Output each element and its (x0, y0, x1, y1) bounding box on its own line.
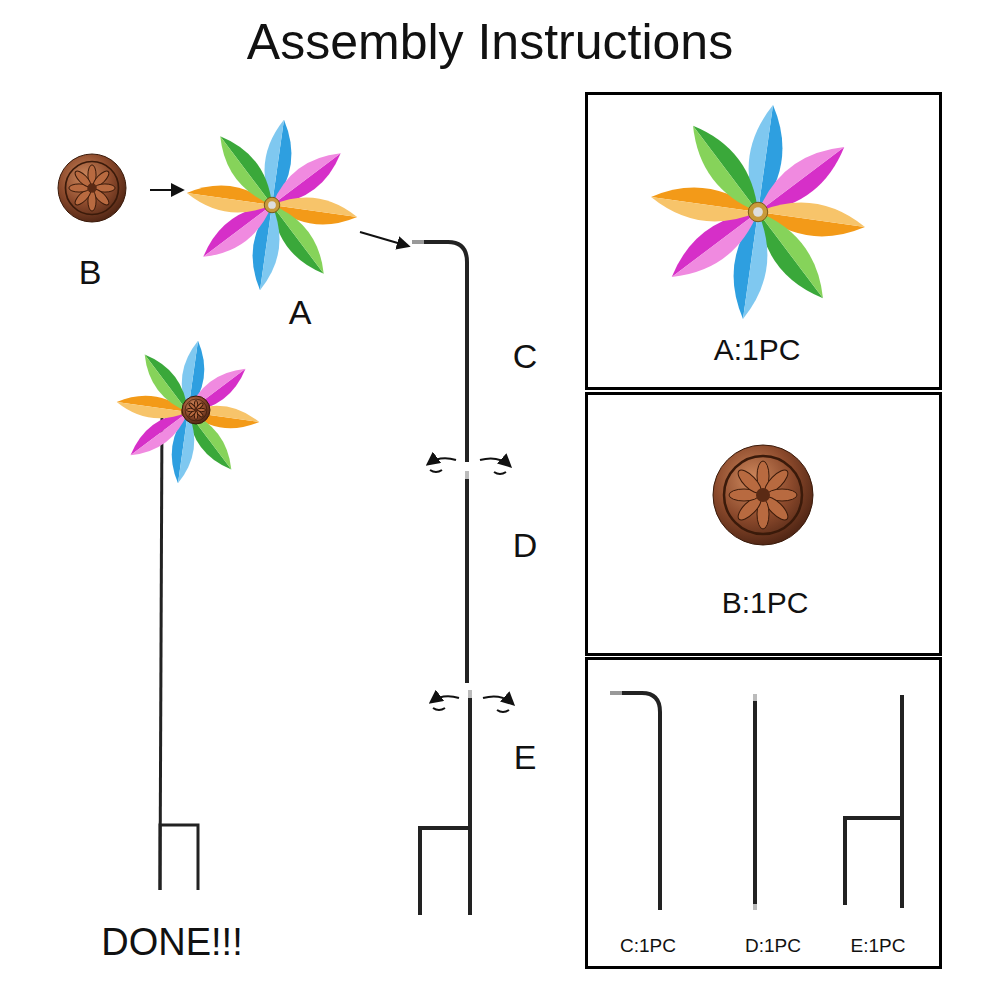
part-label: A (289, 295, 312, 329)
cap-body (713, 445, 813, 545)
part-label: D (513, 528, 538, 562)
cap-center (87, 183, 97, 193)
assembly-arrow (150, 189, 182, 191)
blade (203, 205, 279, 267)
stake-foot (420, 828, 470, 915)
blade (188, 406, 240, 470)
pinwheel (649, 103, 867, 321)
cap-center (194, 408, 198, 412)
part-box: B:1PC (585, 392, 942, 656)
part-e (900, 695, 904, 908)
end-cap (713, 445, 813, 545)
pole-tip (753, 904, 757, 910)
blade (680, 126, 758, 222)
end-cap (182, 396, 210, 424)
hub (264, 197, 279, 212)
twist-symbol (431, 696, 513, 712)
blade (136, 354, 188, 418)
hub (748, 202, 767, 221)
stake-foot (160, 825, 198, 890)
cap-ring (65, 161, 118, 214)
cap-body (58, 154, 126, 222)
blade (758, 202, 836, 298)
hub-hole (268, 201, 276, 209)
assembly-arrow (360, 232, 408, 246)
blade (672, 212, 768, 290)
pole-c (420, 242, 467, 462)
part-quantity: E:1PC (851, 936, 906, 955)
part-quantity: A:1PC (714, 335, 801, 365)
blade (272, 197, 334, 273)
part-label: DONE!!! (101, 923, 242, 961)
end-cap (58, 154, 126, 222)
stake-foot (845, 818, 902, 905)
pinwheel (115, 339, 261, 485)
part-box: A:1PC (585, 92, 942, 390)
blade (130, 412, 194, 464)
part-label: B (79, 255, 102, 289)
blade (210, 136, 272, 212)
pole-e (468, 697, 472, 915)
title: Assembly Instructions (247, 17, 733, 67)
hub-hole (753, 207, 763, 217)
cap-ring (724, 456, 802, 534)
cap-center (756, 488, 770, 502)
part-label: E (514, 740, 537, 774)
blade (748, 134, 844, 212)
pole-tip (465, 471, 469, 479)
pole-tip (753, 694, 757, 701)
pinwheel (185, 118, 359, 292)
twist-symbol (428, 458, 510, 474)
part-quantity: B:1PC (722, 588, 809, 618)
blade (264, 143, 340, 205)
part-box: C:1PC D:1PC E:1PC (585, 657, 942, 969)
part-c (620, 693, 660, 910)
part-label: C (513, 339, 538, 373)
part-quantity: C:1PC (620, 936, 676, 955)
assembled-pole (160, 412, 162, 890)
pole-tip (412, 240, 424, 244)
blade (182, 360, 246, 412)
part-d (753, 700, 757, 905)
cap-ring (185, 399, 207, 421)
cap-body (182, 396, 210, 424)
pole-tip (610, 691, 622, 695)
part-quantity: D:1PC (745, 936, 801, 955)
pole-tip (468, 690, 472, 698)
pole-d (465, 478, 469, 683)
